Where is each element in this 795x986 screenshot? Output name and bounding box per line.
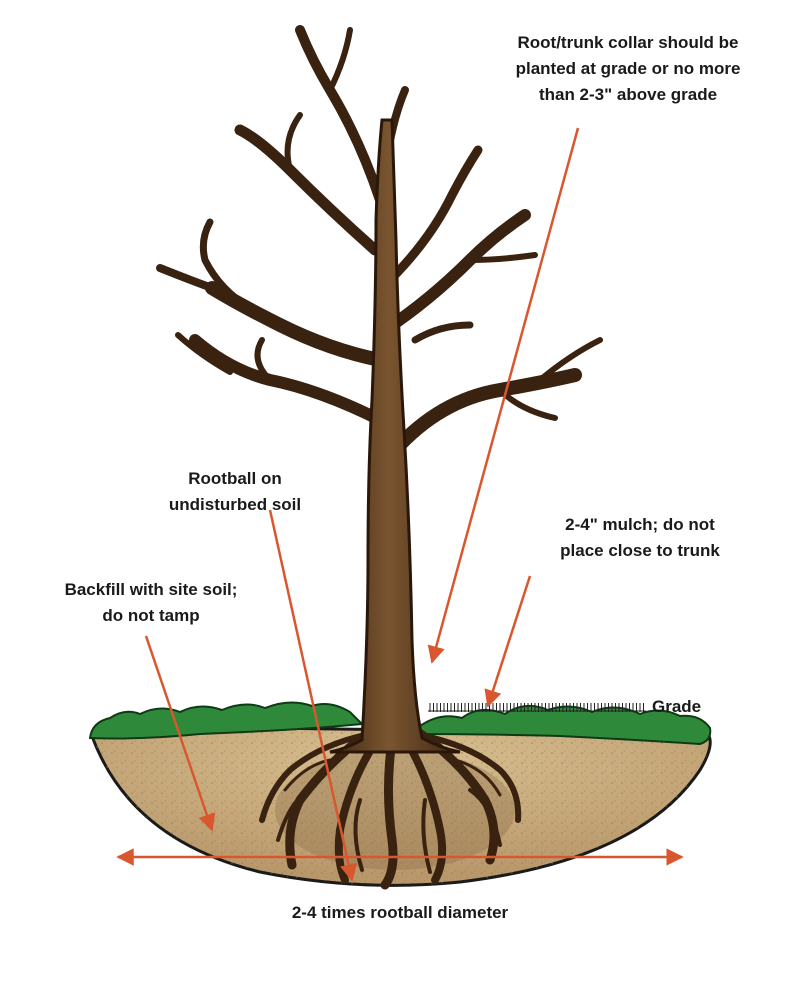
branch [415, 325, 470, 340]
branch [160, 268, 212, 288]
branch [500, 390, 555, 418]
arrow-mulch [488, 576, 530, 706]
label-line: than 2-3" above grade [468, 82, 788, 108]
label-mulch: 2-4" mulch; do not place close to trunk [520, 512, 760, 564]
label-backfill: Backfill with site soil; do not tamp [6, 577, 296, 629]
label-line: Root/trunk collar should be [468, 30, 788, 56]
label-rootball: Rootball on undisturbed soil [130, 466, 340, 518]
branch [288, 115, 300, 170]
label-line: place close to trunk [520, 538, 760, 564]
branch [330, 30, 350, 90]
label-line: 2-4" mulch; do not [520, 512, 760, 538]
label-line: Backfill with site soil; [6, 577, 296, 603]
arrow-collar [432, 128, 578, 662]
label-line: do not tamp [6, 603, 296, 629]
label-diameter: 2-4 times rootball diameter [190, 900, 610, 926]
label-grade: Grade [652, 694, 701, 720]
label-line: Rootball on [130, 466, 340, 492]
branch [395, 375, 575, 450]
label-line: undisturbed soil [130, 492, 340, 518]
label-root-collar: Root/trunk collar should be planted at g… [468, 30, 788, 108]
label-line: planted at grade or no more [468, 56, 788, 82]
branch [385, 215, 525, 330]
branch [300, 30, 380, 200]
